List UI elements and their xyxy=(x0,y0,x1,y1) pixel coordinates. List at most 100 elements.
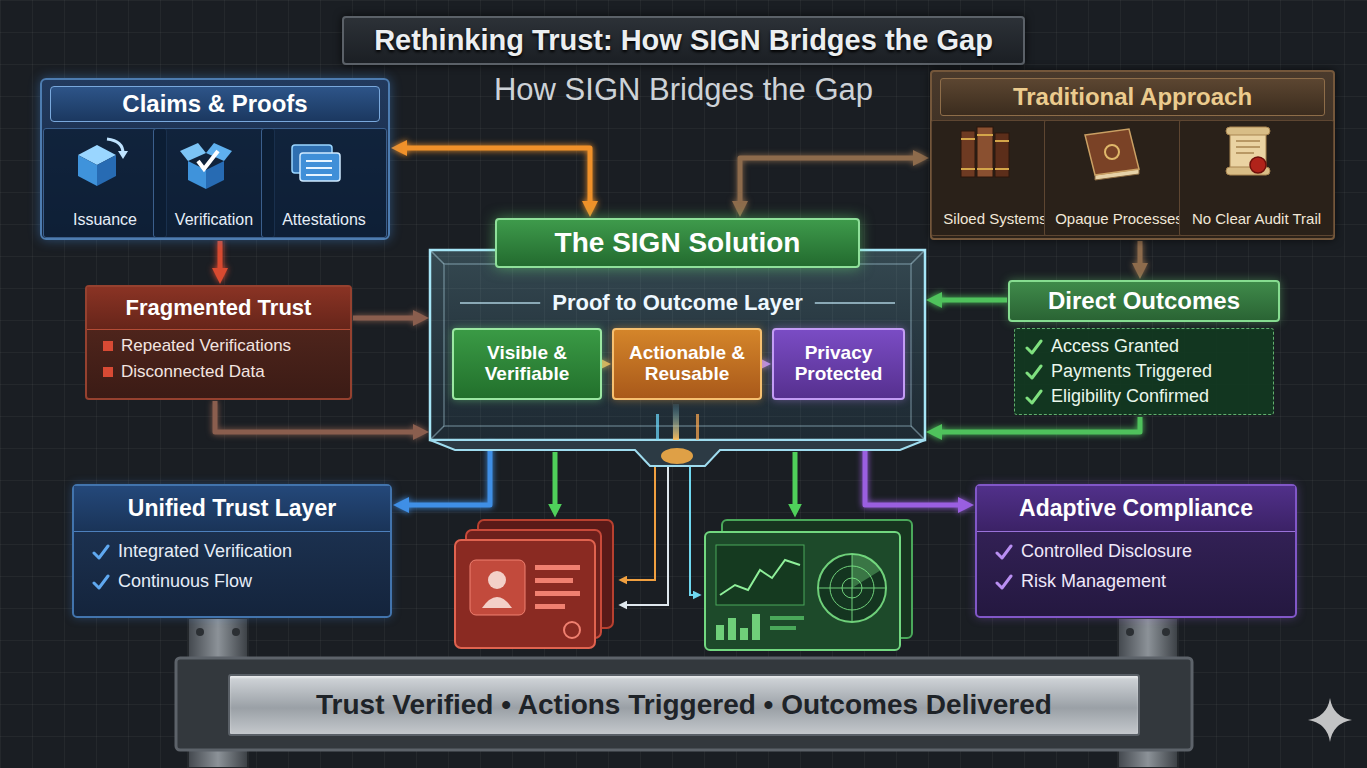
drawing-part xyxy=(430,440,925,466)
check-icon xyxy=(1025,364,1043,380)
node-heading: Attestations xyxy=(282,211,366,229)
list-panel: Access GrantedPayments TriggeredEligibil… xyxy=(1014,328,1274,415)
list-row: Eligibility Confirmed xyxy=(1025,384,1263,409)
node-heading: Verification xyxy=(175,211,253,229)
node-heading: Opaque Processes xyxy=(1055,210,1183,227)
drawing-part xyxy=(94,546,108,558)
node-heading: Privacy Protected xyxy=(780,343,897,385)
drawing-part xyxy=(1126,628,1134,636)
list-item: Access Granted xyxy=(1051,336,1179,357)
solution-container: The SIGN SolutionProof to Outcome LayerV… xyxy=(430,218,925,468)
icon-panel: Opaque Processes xyxy=(1044,120,1194,236)
support-posts xyxy=(176,618,1192,768)
list-item: Payments Triggered xyxy=(1051,361,1212,382)
drawing-part xyxy=(78,139,128,186)
list-item: Repeated Verifications xyxy=(121,336,291,356)
check-icon xyxy=(1025,389,1043,405)
node-heading: Claims & Proofs xyxy=(50,86,380,122)
drawing-part xyxy=(622,466,655,580)
drawing-part xyxy=(716,625,724,640)
flow-arrow xyxy=(1138,241,1143,273)
drawing-part xyxy=(430,250,925,440)
list-row: Access Granted xyxy=(1025,334,1263,359)
drawing-part xyxy=(1236,141,1260,153)
drawing-part xyxy=(1085,129,1139,180)
node-heading: Direct Outcomes xyxy=(1008,280,1280,322)
drawing-part xyxy=(740,628,748,640)
drawing-part xyxy=(535,578,573,583)
drawing-part xyxy=(961,135,1009,169)
bullet-square xyxy=(103,367,113,377)
drawing-part xyxy=(107,139,123,153)
node-heading: Issuance xyxy=(73,211,137,229)
flow-wires xyxy=(555,452,795,605)
node-heading: Trust Verified • Actions Triggered • Out… xyxy=(316,689,1052,721)
drawing-part xyxy=(455,540,595,648)
check-icon xyxy=(995,544,1013,560)
drawing-part xyxy=(430,250,925,440)
drawing-part xyxy=(535,565,580,570)
drawing-part xyxy=(752,614,760,640)
check-icon xyxy=(995,574,1013,590)
drawing-part xyxy=(770,626,796,630)
drawing-part xyxy=(818,554,886,622)
drawing-part xyxy=(961,131,975,177)
drawing-part xyxy=(673,404,679,440)
watermark-star xyxy=(1308,698,1352,742)
drawing-part xyxy=(118,151,128,159)
list-item: Continuous Flow xyxy=(118,571,252,592)
drawing-part xyxy=(444,264,911,426)
drawing-part xyxy=(232,628,240,636)
drawing-part xyxy=(94,576,108,588)
list-item: Risk Management xyxy=(1021,571,1166,592)
drawing-part xyxy=(553,452,558,512)
drawing-part xyxy=(1027,391,1041,403)
node-heading: No Clear Audit Trail xyxy=(1192,210,1321,227)
bullet-square xyxy=(103,341,113,351)
drawing-part xyxy=(661,448,693,464)
benefit-box: Unified Trust LayerIntegrated Verificati… xyxy=(72,484,392,618)
drawing-part xyxy=(176,658,1192,750)
drawing-part xyxy=(1226,127,1270,135)
flow-arrow xyxy=(215,401,423,432)
panel-box: Traditional ApproachSiloed SystemsOpaque… xyxy=(930,70,1335,240)
drawing-part xyxy=(460,302,540,304)
drawing-part xyxy=(622,466,668,605)
drawing-part xyxy=(97,155,116,186)
feature-chip: Visible & Verifiable xyxy=(452,328,602,400)
drawing-part xyxy=(696,414,699,440)
drawing-part xyxy=(180,143,206,161)
drawing-part xyxy=(300,153,340,181)
flow-arrow xyxy=(932,298,1007,303)
diagram-title: Rethinking Trust: How SIGN Bridges the G… xyxy=(342,16,1025,65)
list-item: Eligibility Confirmed xyxy=(1051,386,1209,407)
icon-panel: Verification xyxy=(153,128,275,238)
drawing-part xyxy=(1162,628,1170,636)
feature-chip: Privacy Protected xyxy=(772,328,905,400)
flow-arrow xyxy=(399,443,490,505)
drawing-part xyxy=(961,127,1009,177)
check-icon xyxy=(92,544,110,560)
drawing-part xyxy=(292,145,340,181)
drawing-part xyxy=(770,616,804,620)
drawing-part xyxy=(1226,127,1270,175)
node-heading: Adaptive Compliance xyxy=(977,486,1295,532)
node-heading: Unified Trust Layer xyxy=(74,486,390,532)
list-row: Payments Triggered xyxy=(1025,359,1263,384)
drawing-part xyxy=(716,545,804,605)
drawing-part xyxy=(535,591,580,596)
icon-panel: No Clear Audit Trail xyxy=(1179,120,1334,236)
flow-arrow xyxy=(397,148,590,211)
outcome-box: Direct OutcomesAccess GrantedPayments Tr… xyxy=(1008,280,1280,416)
drawing-part xyxy=(196,628,204,636)
problem-box: Fragmented TrustRepeated VerificationsDi… xyxy=(85,285,352,400)
drawing-part xyxy=(1250,157,1266,173)
drawing-part xyxy=(103,341,113,351)
flow-arrow xyxy=(932,417,1140,432)
drawing-part xyxy=(995,133,1009,177)
drawing-part xyxy=(482,597,512,608)
drawing-part xyxy=(564,622,580,638)
drawing-part xyxy=(720,560,800,595)
drawing-part xyxy=(793,452,798,512)
